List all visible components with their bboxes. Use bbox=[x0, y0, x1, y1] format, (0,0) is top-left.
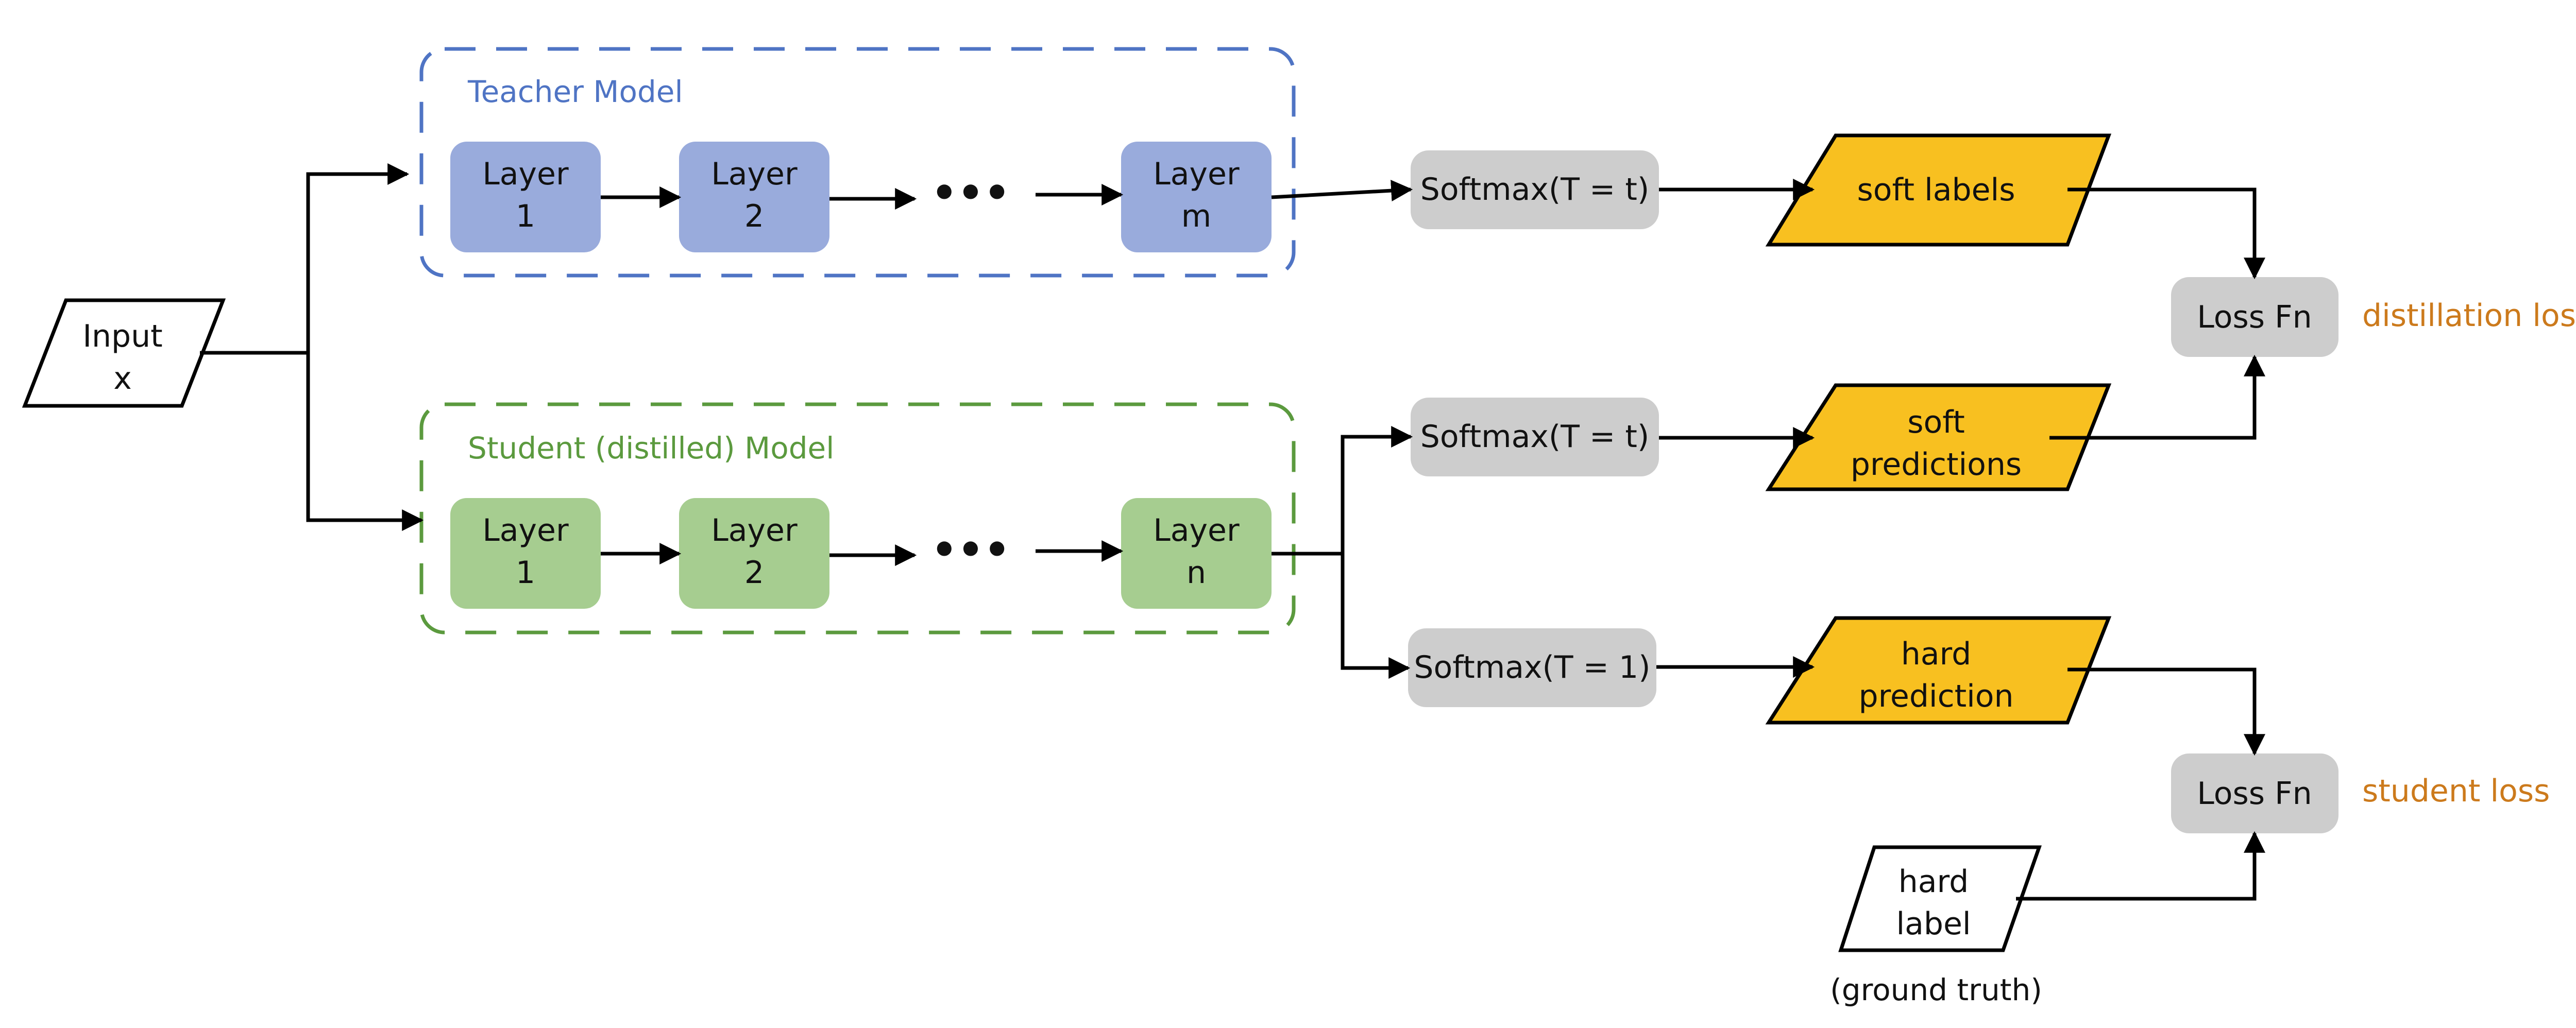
svg-text:hard: hard bbox=[1901, 636, 1972, 672]
svg-text:Layer: Layer bbox=[482, 156, 569, 192]
svg-text:Loss Fn: Loss Fn bbox=[2197, 299, 2312, 335]
svg-text:Layer: Layer bbox=[711, 512, 798, 549]
hard-label-node: hard label bbox=[1838, 845, 2042, 952]
svg-text:Softmax(T = t): Softmax(T = t) bbox=[1420, 172, 1650, 208]
svg-text:Softmax(T = 1): Softmax(T = 1) bbox=[1414, 649, 1650, 686]
teacher-model-title: Teacher Model bbox=[467, 74, 683, 109]
svg-text:hard: hard bbox=[1899, 864, 1969, 900]
edge-hard-label-to-loss bbox=[2016, 831, 2265, 901]
student-loss-label: student loss bbox=[2362, 773, 2550, 809]
soft-labels-node: soft labels bbox=[1765, 133, 2112, 247]
softmax-student-hard: Softmax(T = 1) bbox=[1408, 628, 1656, 707]
edges bbox=[200, 163, 2265, 901]
edge-split-softmax-hard bbox=[1341, 554, 1411, 679]
softmax-student-soft: Softmax(T = t) bbox=[1411, 398, 1659, 476]
teacher-model-group: Teacher Model Layer 1 Layer 2 ••• Layer … bbox=[419, 47, 1296, 278]
loss-fn-student: Loss Fn bbox=[2171, 753, 2338, 833]
svg-text:Softmax(T = t): Softmax(T = t) bbox=[1420, 419, 1650, 455]
svg-text:Layer: Layer bbox=[1153, 156, 1240, 192]
edge-input-to-student bbox=[306, 353, 424, 531]
svg-text:1: 1 bbox=[516, 555, 535, 591]
input-node: Input x bbox=[22, 298, 226, 408]
svg-text:2: 2 bbox=[744, 555, 764, 591]
distillation-loss-label: distillation loss bbox=[2362, 298, 2576, 334]
svg-text:predictions: predictions bbox=[1851, 447, 2022, 483]
teacher-model-boundary bbox=[419, 47, 1296, 278]
svg-text:soft: soft bbox=[1907, 404, 1965, 440]
student-layer-n: Layer n bbox=[1121, 498, 1272, 609]
svg-text:1: 1 bbox=[516, 198, 535, 234]
student-layer-1: Layer 1 bbox=[450, 498, 601, 609]
edge-soft-predictions-to-loss bbox=[2049, 354, 2265, 440]
svg-text:Input: Input bbox=[82, 318, 162, 354]
edge-soft-labels-to-loss bbox=[2067, 187, 2265, 280]
teacher-layer-m: Layer m bbox=[1121, 142, 1272, 252]
svg-text:n: n bbox=[1187, 555, 1206, 591]
softmax-teacher: Softmax(T = t) bbox=[1411, 150, 1659, 229]
edge-hard-prediction-to-loss bbox=[2067, 667, 2265, 756]
student-ellipsis: ••• bbox=[931, 526, 1010, 574]
svg-text:prediction: prediction bbox=[1858, 678, 2013, 714]
svg-text:soft labels: soft labels bbox=[1857, 172, 2015, 208]
svg-text:2: 2 bbox=[744, 198, 764, 234]
svg-text:Loss Fn: Loss Fn bbox=[2197, 776, 2312, 812]
svg-text:Layer: Layer bbox=[482, 512, 569, 549]
svg-text:Layer: Layer bbox=[1153, 512, 1240, 549]
soft-predictions-node: soft predictions bbox=[1765, 383, 2112, 491]
svg-text:Layer: Layer bbox=[711, 156, 798, 192]
edge-teacher-lm-softmax bbox=[1271, 180, 1413, 202]
teacher-ellipsis: ••• bbox=[931, 169, 1010, 217]
edge-input-to-teacher bbox=[200, 163, 410, 355]
edge-split-softmax-soft bbox=[1341, 426, 1413, 554]
teacher-layer-1: Layer 1 bbox=[450, 142, 601, 252]
teacher-layer-2: Layer 2 bbox=[679, 142, 829, 252]
student-model-title: Student (distilled) Model bbox=[468, 431, 834, 466]
svg-text:label: label bbox=[1896, 906, 1971, 942]
student-layer-2: Layer 2 bbox=[679, 498, 829, 609]
ground-truth-caption: (ground truth) bbox=[1830, 972, 2042, 1007]
hard-prediction-node: hard prediction bbox=[1765, 616, 2112, 725]
svg-text:x: x bbox=[113, 361, 132, 397]
loss-fn-distillation: Loss Fn bbox=[2171, 277, 2338, 357]
svg-text:m: m bbox=[1181, 198, 1211, 234]
student-model-group: Student (distilled) Model Layer 1 Layer … bbox=[419, 402, 1296, 635]
